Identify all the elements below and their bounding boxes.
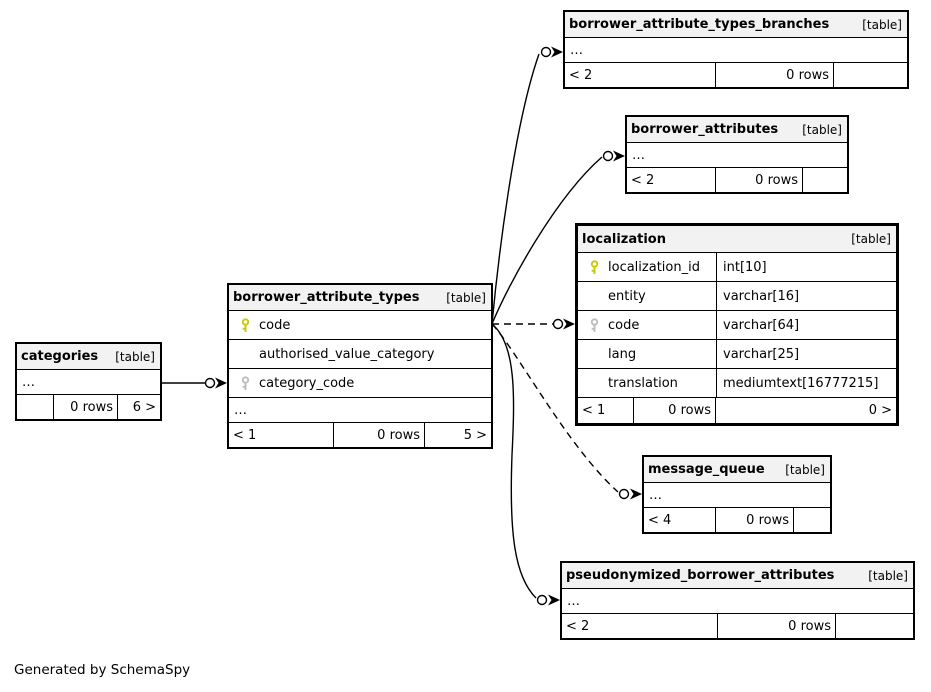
column-type: int[10] — [716, 253, 896, 281]
table-header[interactable]: localization [table] — [578, 226, 896, 253]
table-name[interactable]: localization — [582, 231, 666, 247]
column-row-entity: entity varchar[16] — [578, 282, 896, 311]
rel-endpoint-borrower_attributes — [602, 150, 625, 162]
table-footer: < 2 0 rows — [565, 63, 907, 87]
column-type: mediumtext[16777215] — [716, 369, 896, 397]
children-count: 5 > — [463, 427, 487, 443]
column-name: code — [259, 317, 291, 333]
children-count: 6 > — [132, 399, 156, 415]
row-count: 0 rows — [716, 168, 803, 192]
parents-count: < 2 — [627, 168, 716, 192]
foreign-key-icon — [589, 317, 608, 333]
column-name: entity — [608, 288, 646, 304]
column-row-translation: translation mediumtext[16777215] — [578, 369, 896, 398]
table-footer: < 2 0 rows — [562, 614, 913, 638]
children-count — [836, 614, 913, 638]
table-borrower_attribute_types_branches[interactable]: borrower_attribute_types_branches [table… — [563, 10, 909, 89]
table-header[interactable]: borrower_attributes [table] — [627, 117, 847, 143]
column-name: code — [608, 317, 640, 333]
column-row-lang: lang varchar[25] — [578, 340, 896, 369]
hidden-columns-row: … — [17, 370, 160, 395]
column-name: localization_id — [608, 259, 700, 275]
table-type-tag: [table] — [446, 290, 486, 305]
table-footer: < 1 0 rows 5 > — [229, 423, 491, 447]
table-localization[interactable]: localization [table] localization_id int… — [575, 223, 899, 426]
table-footer: < 4 0 rows — [644, 508, 830, 532]
table-type-tag: [table] — [868, 568, 908, 583]
primary-key-icon — [589, 259, 608, 275]
table-header[interactable]: message_queue [table] — [644, 457, 830, 483]
rel-endpoint-localization — [552, 318, 575, 330]
table-header[interactable]: categories [table] — [17, 344, 160, 370]
rel-line-to-pseudonymized_borrower_attributes — [491, 323, 537, 599]
foreign-key-icon — [240, 375, 259, 391]
children-count: 0 > — [868, 403, 892, 418]
row-count: 0 rows — [718, 614, 836, 638]
rel-endpoint-category_code — [204, 377, 227, 389]
rel-line-to-borrower_attributes — [491, 156, 603, 325]
hidden-columns-row: … — [565, 38, 907, 63]
table-type-tag: [table] — [115, 349, 155, 364]
table-name[interactable]: categories — [21, 349, 99, 364]
table-header[interactable]: borrower_attribute_types [table] — [229, 285, 491, 311]
table-header[interactable]: pseudonymized_borrower_attributes [table… — [562, 563, 913, 589]
table-header[interactable]: borrower_attribute_types_branches [table… — [565, 12, 907, 38]
parents-count — [17, 395, 54, 419]
table-footer: < 2 0 rows — [627, 168, 847, 192]
children-count — [834, 63, 907, 87]
rel-line-to-borrower_attribute_types_branches — [491, 53, 540, 325]
parents-count: < 4 — [644, 508, 716, 532]
hidden-columns-row: … — [627, 143, 847, 168]
table-pseudonymized_borrower_attributes[interactable]: pseudonymized_borrower_attributes [table… — [560, 561, 915, 640]
column-row-localization_id: localization_id int[10] — [578, 253, 896, 282]
column-name: authorised_value_category — [259, 346, 435, 362]
parents-count: < 2 — [562, 614, 718, 638]
column-row-code: code — [229, 311, 491, 340]
table-message_queue[interactable]: message_queue [table] … < 4 0 rows — [642, 455, 832, 534]
table-name[interactable]: borrower_attribute_types — [233, 290, 420, 305]
column-name: lang — [608, 346, 637, 362]
table-borrower_attributes[interactable]: borrower_attributes [table] … < 2 0 rows — [625, 115, 849, 194]
table-name[interactable]: pseudonymized_borrower_attributes — [566, 568, 835, 583]
hidden-columns-row: … — [229, 398, 491, 423]
hidden-columns-row: … — [644, 483, 830, 508]
row-count: 0 rows — [716, 63, 834, 87]
table-type-tag: [table] — [851, 232, 891, 246]
table-name[interactable]: borrower_attribute_types_branches — [569, 17, 830, 32]
column-type: varchar[25] — [716, 340, 896, 368]
column-row-code: code varchar[64] — [578, 311, 896, 340]
hidden-columns-row: … — [562, 589, 913, 614]
table-type-tag: [table] — [802, 122, 842, 137]
parents-count: < 1 — [578, 398, 634, 423]
rel-endpoint-pseudonymized — [536, 594, 560, 606]
row-count: 0 rows — [334, 423, 425, 447]
primary-key-icon — [240, 317, 259, 333]
generated-by-note: Generated by SchemaSpy — [14, 662, 191, 678]
children-count — [794, 508, 830, 532]
parents-count: < 2 — [565, 63, 716, 87]
children-count — [803, 168, 847, 192]
table-footer: 0 rows 6 > — [17, 395, 160, 419]
row-count: 0 rows — [54, 395, 118, 419]
column-type: varchar[64] — [716, 311, 896, 339]
table-name[interactable]: message_queue — [648, 462, 765, 477]
table-footer: < 1 0 rows 0 > — [578, 398, 896, 423]
row-count: 0 rows — [716, 508, 794, 532]
table-borrower_attribute_types[interactable]: borrower_attribute_types [table] code au… — [227, 283, 493, 449]
table-type-tag: [table] — [785, 462, 825, 477]
column-name: translation — [608, 375, 678, 391]
table-name[interactable]: borrower_attributes — [631, 122, 779, 137]
rel-endpoint-message_queue — [618, 488, 642, 500]
column-row-authorised_value_category: authorised_value_category — [229, 340, 491, 369]
row-count: 0 rows — [634, 398, 716, 423]
parents-count: < 1 — [229, 423, 334, 447]
column-row-category_code: category_code — [229, 369, 491, 398]
table-categories[interactable]: categories [table] … 0 rows 6 > — [15, 342, 162, 421]
table-type-tag: [table] — [862, 17, 902, 32]
column-type: varchar[16] — [716, 282, 896, 310]
column-name: category_code — [259, 375, 355, 391]
rel-endpoint-branches — [540, 46, 563, 58]
